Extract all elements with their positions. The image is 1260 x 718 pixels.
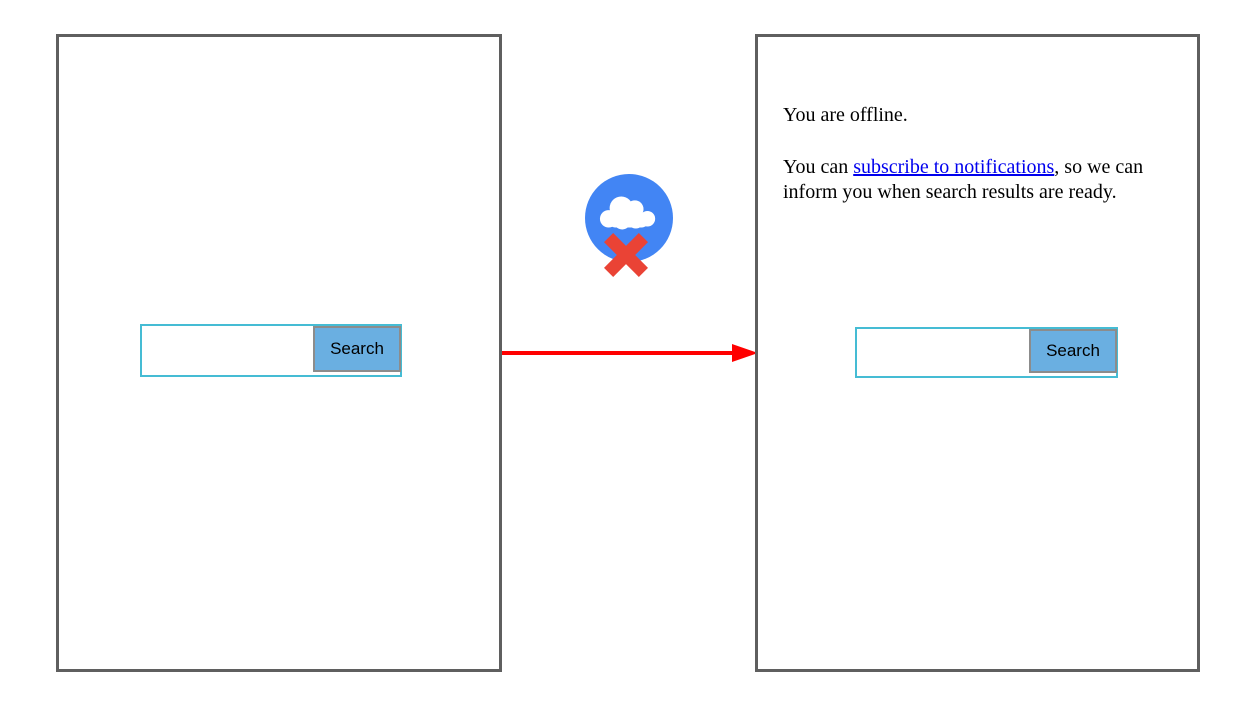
offline-message-block: You are offline. You can subscribe to no… (783, 103, 1179, 205)
search-button[interactable]: Search (313, 326, 401, 372)
search-input[interactable] (857, 329, 1026, 376)
search-input[interactable] (142, 326, 310, 375)
cross-icon (604, 233, 648, 277)
notify-suffix-line2-text: inform you when search results are ready… (783, 181, 1117, 203)
notify-prefix-text: You can (783, 156, 854, 178)
notify-text: You can subscribe to notifications, so w… (783, 155, 1179, 205)
subscribe-notifications-link[interactable]: subscribe to notifications (853, 156, 1055, 178)
cloud-offline-icon (585, 174, 673, 278)
cloud-icon (599, 196, 656, 230)
flow-arrow (502, 344, 758, 362)
search-button[interactable]: Search (1029, 329, 1117, 373)
offline-status-text: You are offline. (783, 104, 908, 126)
right-search-widget: Search (855, 327, 1118, 378)
left-search-widget: Search (140, 324, 402, 377)
notify-suffix-line1-text: , so we can (1054, 156, 1144, 178)
